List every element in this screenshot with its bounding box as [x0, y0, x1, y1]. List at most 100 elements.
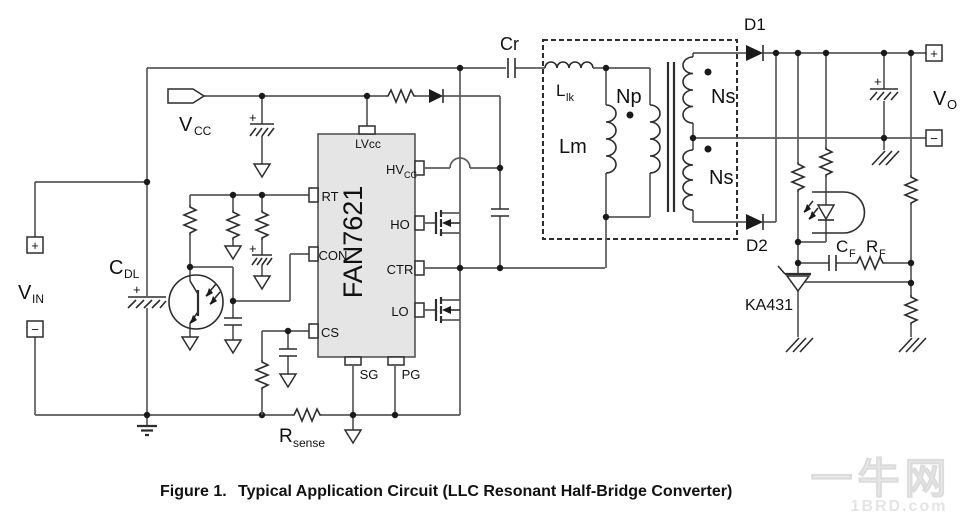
rf-label-sub: F: [879, 248, 886, 260]
pin-ho: [414, 215, 425, 231]
ka431-tick: [777, 265, 786, 275]
vin-plus-terminal: [26, 236, 44, 254]
vo-minus-sign: −: [930, 131, 938, 146]
junction-dot: [143, 411, 151, 419]
junction-dot: [907, 259, 915, 267]
cr-capacitor: [507, 58, 516, 78]
junction-dot: [602, 213, 610, 221]
slash-ground-icon: [898, 337, 927, 353]
bootstrap-diode: [429, 89, 443, 103]
wires: [204, 95, 501, 168]
opto-led: [816, 204, 836, 221]
junction-dot: [496, 264, 504, 272]
junction-dot: [772, 49, 780, 57]
phototransistor-collector: [189, 280, 199, 295]
pin-label-ctr: CTR: [387, 262, 414, 277]
d2-diode: [746, 214, 763, 230]
junction-dot: [456, 64, 464, 72]
lower-mosfet-arrow: [442, 306, 451, 314]
output-capacitor-hatch: [869, 91, 899, 101]
junction-dot: [258, 92, 266, 100]
upper-mosfet-arrow: [442, 219, 451, 227]
wire-jump-icon: [449, 157, 471, 169]
vo-minus-terminal: [925, 129, 943, 147]
np-winding: [649, 104, 661, 174]
rt3-capacitor-hatch: [251, 257, 273, 266]
junction-dot: [496, 164, 504, 172]
cdl-polarity-plus: +: [133, 282, 141, 297]
wires: [763, 52, 926, 223]
signal-ground-icon: [252, 275, 272, 291]
opto-bias-resistor: [789, 162, 807, 192]
controller-ic: LVcc HV CC HO CTR LO RT CON CS SG PG FAN…: [308, 125, 425, 445]
earth-ground-icon: [137, 424, 157, 437]
ns-top-polarity-dot: [704, 68, 712, 76]
transformer-core: [666, 62, 676, 212]
vin-minus-terminal: [26, 320, 44, 338]
cf-label: C: [836, 237, 848, 256]
vcc-series-resistor: [386, 87, 416, 105]
cdl-label: C: [109, 257, 123, 279]
lm-inductor: [605, 104, 617, 174]
pin-label-rt: RT: [321, 189, 338, 204]
wires: [189, 194, 309, 415]
pin-sg: [344, 356, 362, 366]
cs-capacitor: [279, 348, 297, 357]
signal-ground-icon: [278, 373, 298, 389]
ns-bottom-winding: [682, 149, 694, 211]
divider-lower-resistor: [902, 295, 920, 325]
pin-label-con: CON: [319, 248, 348, 263]
junction-dot: [689, 134, 697, 142]
cs-filter-resistor: [253, 360, 271, 390]
lm-label: Lm: [559, 136, 587, 158]
pin-label-lo: LO: [391, 304, 408, 319]
ka431-regulator: [785, 275, 811, 293]
pin-rt: [308, 187, 319, 203]
wires: [797, 53, 912, 337]
pin-label-lvcc: LVcc: [355, 137, 381, 151]
junction-dot: [363, 92, 371, 100]
vcc-label-sub: CC: [194, 124, 212, 138]
ns-bottom-label: Ns: [709, 167, 733, 189]
ic-part-number: FAN7621: [338, 186, 368, 299]
wires: [424, 68, 605, 415]
pin-label-sg: SG: [360, 367, 379, 382]
vin-label-sub: IN: [32, 292, 44, 306]
ns-bottom-polarity-dot: [704, 145, 712, 153]
vcc-supply-section: V CC +: [167, 87, 501, 179]
vo-plus-sign: +: [930, 46, 938, 61]
llk-inductor: [544, 61, 594, 69]
pin-lo: [414, 302, 425, 318]
caption-prefix: Figure 1.: [160, 483, 227, 500]
vo-label: V: [933, 88, 947, 110]
vo-plus-terminal: [925, 44, 943, 62]
junction-dot: [602, 64, 610, 72]
resonant-tank-transformer: Cr L lk Lm Np Ns Ns: [500, 34, 926, 268]
signal-ground-icon: [180, 336, 200, 352]
junction-dot: [229, 297, 237, 305]
signal-ground-icon: [252, 163, 272, 179]
junction-dot: [284, 327, 292, 335]
vo-label-sub: O: [947, 97, 957, 112]
cr-label: Cr: [500, 34, 519, 54]
junction-dot: [822, 49, 830, 57]
input-dc-link-section: + − V IN + C DL R sense: [18, 67, 545, 450]
light-arrowhead: [210, 296, 217, 305]
pin-label-hvcc: HV: [386, 162, 404, 177]
light-arrowhead: [809, 211, 816, 220]
slash-ground-icon: [785, 337, 814, 353]
junction-dot: [391, 411, 399, 419]
llk-label-sub: lk: [566, 92, 574, 104]
pin-lvcc: [358, 125, 376, 135]
junction-dot: [143, 178, 151, 186]
rsense-label: R: [279, 426, 293, 447]
junction-dot: [456, 264, 464, 272]
light-arrowhead: [804, 204, 811, 213]
figure-caption: Figure 1. Typical Application Circuit (L…: [160, 483, 732, 500]
optocoupler-led-shell-icon: [812, 191, 866, 234]
vin-plus-sign: +: [31, 238, 39, 253]
junction-dot: [880, 134, 888, 142]
output-cap-polarity-plus: +: [874, 74, 882, 89]
junction-dot: [229, 191, 237, 199]
